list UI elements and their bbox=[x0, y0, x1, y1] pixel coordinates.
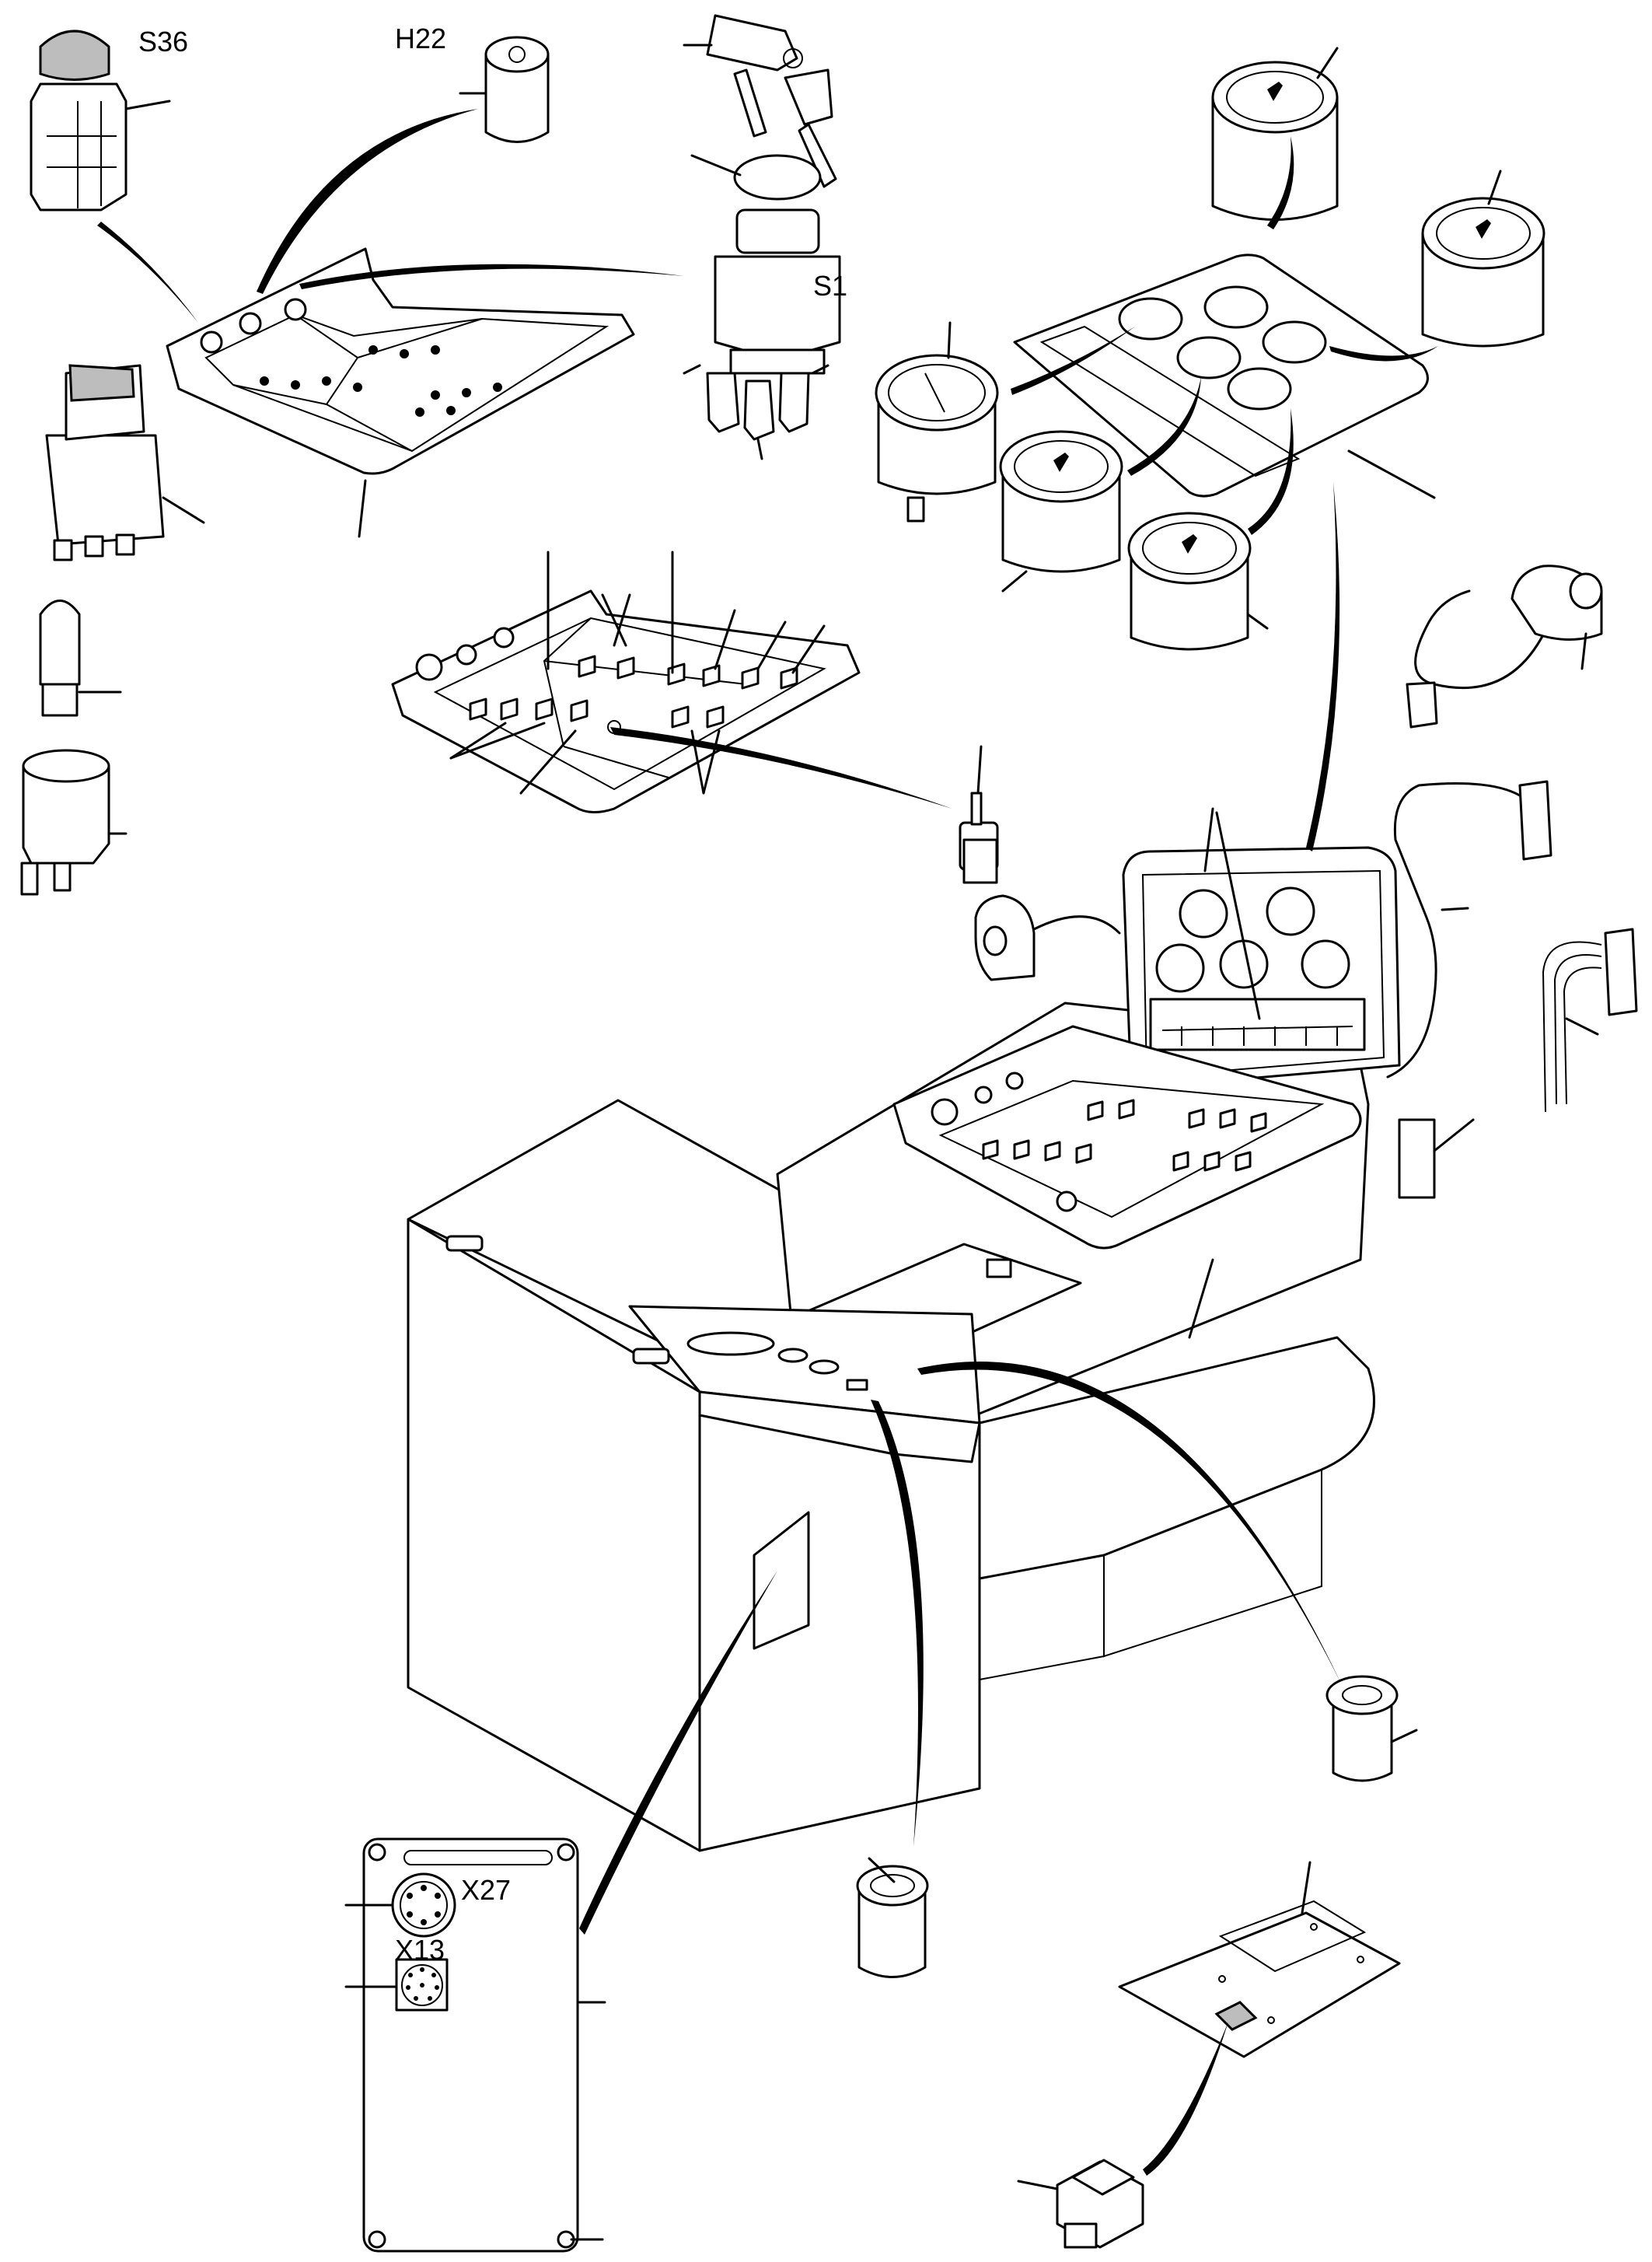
label-x27: X27 bbox=[461, 1874, 511, 1906]
s36-emergency-switch bbox=[30, 30, 171, 212]
toggle-switch bbox=[959, 745, 999, 884]
dashboard-console bbox=[407, 807, 1475, 1852]
connector-panel bbox=[344, 1837, 606, 2253]
rotary-switch bbox=[45, 364, 205, 561]
s1-ignition-switch bbox=[683, 154, 841, 460]
connector-left-harness bbox=[974, 894, 1121, 981]
leader-rocker bbox=[1143, 2022, 1228, 2176]
label-s36: S36 bbox=[138, 26, 188, 58]
leader-connector-panel bbox=[579, 1571, 777, 1935]
rocker-switch bbox=[1017, 2159, 1144, 2249]
h22-indicator-lamp bbox=[459, 36, 550, 143]
x27-connector bbox=[344, 1872, 456, 1938]
gauge-4 bbox=[999, 430, 1123, 593]
gauge-3 bbox=[875, 321, 999, 523]
leader-gauge-1 bbox=[1267, 136, 1294, 229]
gauge-2 bbox=[1421, 170, 1545, 348]
leader-s1 bbox=[299, 264, 684, 289]
label-x13: X13 bbox=[395, 1934, 445, 1966]
leader-lighter bbox=[871, 1400, 924, 1847]
label-s1: S1 bbox=[813, 270, 847, 302]
leader-gauge-3 bbox=[1011, 327, 1135, 395]
toggle-row-lower bbox=[469, 697, 725, 729]
ignition-keys bbox=[683, 14, 837, 188]
gauge-mounting-plate bbox=[1013, 253, 1436, 499]
harness-middle bbox=[1386, 780, 1552, 1079]
toggle-switch-panel bbox=[391, 551, 861, 813]
leader-s36 bbox=[97, 222, 198, 323]
leader-gauge-2 bbox=[1329, 346, 1438, 362]
leader-toggle bbox=[610, 727, 952, 809]
harness-top bbox=[1406, 565, 1603, 729]
cigarette-lighter bbox=[856, 1857, 929, 1978]
x13-connector bbox=[344, 1958, 449, 2012]
leader-console-gauge-plate bbox=[1306, 482, 1340, 851]
bulb bbox=[39, 600, 122, 717]
leader-gauge-5 bbox=[1248, 408, 1294, 535]
gauge-1 bbox=[1211, 47, 1339, 221]
left-switch-panel bbox=[166, 247, 635, 538]
label-h22: H22 bbox=[395, 23, 446, 54]
harness-right bbox=[1542, 928, 1638, 1113]
gauge-5 bbox=[1127, 512, 1269, 651]
socket-right bbox=[1325, 1675, 1418, 1782]
cover-plate bbox=[1118, 1861, 1401, 2058]
bulb-holder bbox=[20, 749, 127, 896]
